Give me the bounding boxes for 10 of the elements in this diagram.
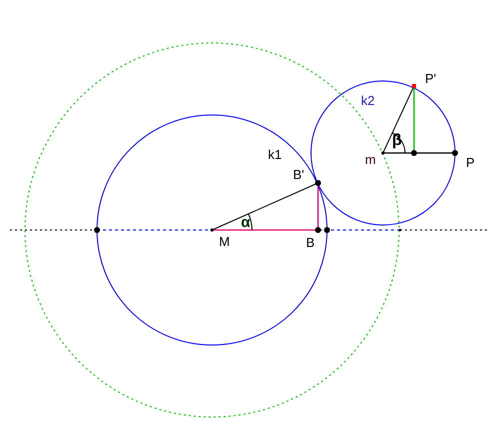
point-label: B (306, 236, 315, 249)
angle-label: α (241, 215, 250, 230)
circle-label: k2 (361, 94, 375, 107)
point-label: M (219, 235, 230, 248)
point-label: m (365, 153, 376, 166)
point-label: B' (293, 168, 304, 181)
circle-label: k1 (268, 148, 282, 161)
angle-label: β (392, 133, 402, 149)
point-label: P' (425, 72, 436, 85)
point-label: P (466, 156, 475, 169)
